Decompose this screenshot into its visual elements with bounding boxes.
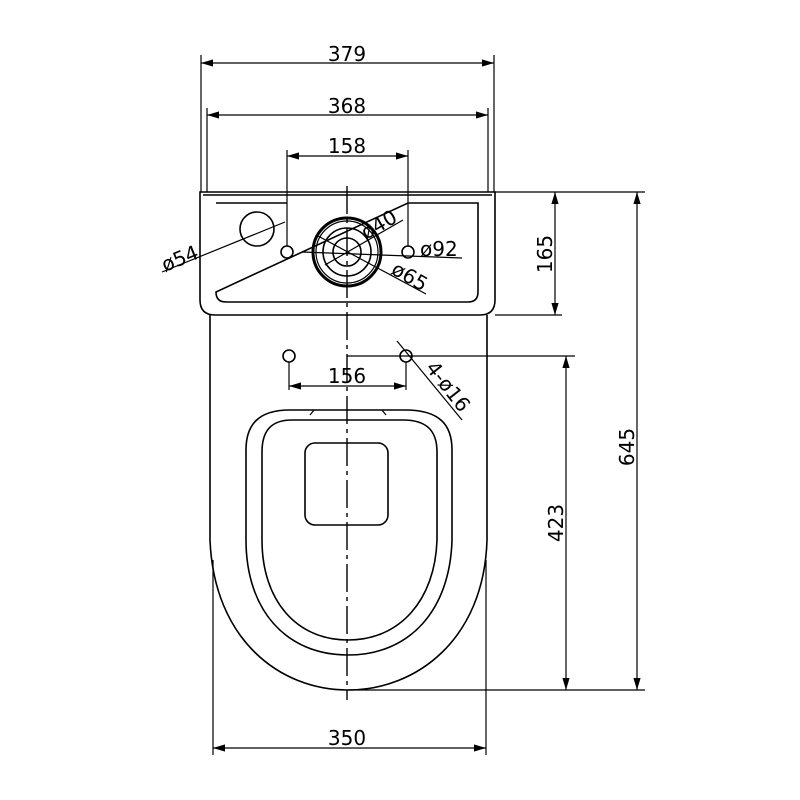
dim-bowl-width: 350 xyxy=(212,560,487,755)
tank-hole-left xyxy=(280,245,294,259)
dim-label-158: 158 xyxy=(328,134,366,158)
dim-tank-width: 368 xyxy=(206,94,489,192)
dim-overall-length: 645 xyxy=(615,192,641,690)
seat-outline xyxy=(245,409,453,656)
dim-label-645: 645 xyxy=(615,428,639,466)
dim-label-379: 379 xyxy=(328,42,366,66)
leader-4-o16 xyxy=(396,340,463,421)
leader-o54 xyxy=(161,221,286,273)
overflow-hole xyxy=(239,211,275,247)
dim-seat-hole-to-front: 423 xyxy=(544,356,570,690)
dim-label-423: 423 xyxy=(544,504,568,542)
dim-overall-width-top: 379 xyxy=(200,42,495,192)
dim-label-368: 368 xyxy=(328,94,366,118)
dim-label-o92: ø92 xyxy=(420,237,458,261)
dim-label-4-o16: 4-ø16 xyxy=(421,356,475,416)
seat-hole-left xyxy=(282,349,296,363)
dim-seat-hole-spacing: 156 xyxy=(288,362,407,390)
dim-label-165: 165 xyxy=(533,235,557,273)
dim-label-o54: ø54 xyxy=(158,240,202,276)
dim-label-156: 156 xyxy=(328,364,366,388)
dim-tank-hole-spacing: 158 xyxy=(286,134,409,246)
tank-hole-right xyxy=(401,245,415,259)
dim-label-o65: ø65 xyxy=(388,257,433,297)
flush-valve xyxy=(301,216,463,295)
dim-label-350: 350 xyxy=(328,726,366,750)
dim-tank-depth: 165 xyxy=(495,191,645,316)
